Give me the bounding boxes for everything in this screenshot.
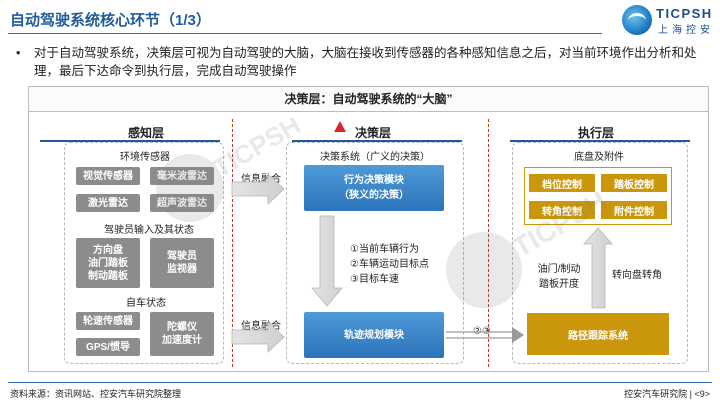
- path-tracking-system: 路径跟踪系统: [526, 312, 670, 356]
- behavior-module-subtitle: （狭义的决策）: [339, 190, 409, 201]
- brake-pedal-text: 制动踏板: [88, 270, 128, 282]
- monitor-text: 监视器: [167, 264, 197, 275]
- footer-separator: |: [689, 389, 692, 399]
- logo-subtext: 上海控安: [658, 25, 714, 36]
- page-number: <9>: [694, 389, 710, 399]
- behavior-module-title: 行为决策模块: [344, 175, 404, 186]
- perception-underline: [40, 140, 220, 142]
- intro-text: 对于自动驾驶系统，决策层可视为自动驾驶的大脑，大脑在接收到传感器的各种感知信息之…: [34, 46, 697, 78]
- perception-box: [64, 142, 224, 364]
- steer-angle-label: 转向盘转角: [612, 270, 662, 281]
- driver-monitor-box: 驾驶员 监视器: [150, 238, 214, 288]
- decision-banner: 决策层：自动驾驶系统的“大脑”: [28, 86, 709, 112]
- sensor-wheel-speed: 轮速传感器: [76, 312, 140, 330]
- driver-controls-box: 方向盘 油门踏板 制动踏板: [76, 238, 140, 288]
- pedal-opening-label: 油门/制动 踏板开度: [534, 262, 584, 292]
- decision-system-label: 决策系统（广义的决策）: [320, 152, 430, 163]
- sensor-lidar: 激光雷达: [76, 194, 140, 212]
- sensor-gyro-accel-box: 陀螺仪 加速度计: [150, 312, 214, 356]
- sensor-mmwave-radar: 毫米波雷达: [150, 167, 214, 185]
- footer-source: 资料来源：资讯网站、控安汽车研究院整理: [10, 389, 182, 399]
- env-sensor-label: 环境传感器: [120, 152, 170, 163]
- sensor-gps-ins: GPS/惯导: [76, 338, 140, 356]
- execution-box: [512, 142, 688, 364]
- planning-module-title: 轨迹规划模块: [344, 329, 404, 341]
- svg-text:TICPSH: TICPSH: [508, 190, 612, 263]
- decision-underline: [292, 140, 462, 142]
- perception-title: 感知层: [128, 126, 165, 140]
- page-title: 自动驾驶系统核心环节（1/3）: [10, 12, 211, 29]
- gear-control: 档位控制: [528, 173, 596, 193]
- chassis-label: 底盘及附件: [574, 152, 624, 163]
- execution-underline: [510, 140, 690, 142]
- accelerometer-text: 加速度计: [162, 335, 202, 346]
- footer-divider: [8, 382, 712, 383]
- svg-text:TICPSH: TICPSH: [208, 118, 306, 183]
- layer-divider-left: [232, 119, 233, 367]
- gyroscope-text: 陀螺仪: [167, 322, 197, 333]
- steering-control: 转角控制: [528, 200, 596, 220]
- sensor-ultrasonic-radar: 超声波雷达: [150, 194, 214, 212]
- throttle-pedal-text: 油门踏板: [88, 257, 128, 269]
- header-divider: [8, 33, 602, 34]
- sensor-vision: 视觉传感器: [76, 167, 140, 185]
- decision-box: [286, 142, 464, 364]
- driver-text: 驾驶员: [167, 251, 197, 262]
- accessory-control: 附件控制: [600, 200, 668, 220]
- footer-org: 控安汽车研究院: [624, 389, 688, 399]
- driver-input-label: 驾驶员输入及其状态: [104, 225, 194, 236]
- watermark-logo-2-icon: TICPSH: [446, 190, 612, 308]
- footer-page-info: 控安汽车研究院 | <9>: [624, 387, 710, 400]
- decision-output-1: ①当前车辆行为: [350, 244, 419, 255]
- decision-output-2: ②车辆运动目标点: [350, 259, 429, 270]
- decision-output-3: ③目标车速: [350, 274, 399, 285]
- intro-bullet: • 对于自动驾驶系统，决策层可视为自动驾驶的大脑，大脑在接收到传感器的各种感知信…: [16, 44, 706, 80]
- logo-text: TICPSH: [656, 6, 713, 21]
- steering-wheel-text: 方向盘: [93, 244, 123, 256]
- decision-title: 决策层: [355, 126, 392, 140]
- pedal-label-line-1: 油门/制动: [537, 264, 581, 275]
- watermark-logo-1-icon: TICPSH: [156, 118, 306, 222]
- pedal-label-line-2: 踏板开度: [539, 279, 579, 290]
- behavior-decision-module: 行为决策模块 （狭义的决策）: [304, 165, 444, 211]
- layer-divider-right: [488, 119, 489, 367]
- bullet-dot: •: [16, 46, 21, 60]
- execution-title: 执行层: [578, 126, 615, 140]
- vehicle-state-label: 自车状态: [126, 298, 166, 309]
- logo-globe-icon: [622, 5, 652, 35]
- actuator-frame: [524, 167, 672, 225]
- link-label: ②③: [473, 326, 491, 337]
- fusion-label-bottom: 信息融合: [241, 321, 281, 332]
- company-logo: TICPSH 上海控安: [622, 5, 716, 36]
- trajectory-planning-module: 轨迹规划模块: [304, 312, 444, 358]
- pedal-control: 踏板控制: [600, 173, 668, 193]
